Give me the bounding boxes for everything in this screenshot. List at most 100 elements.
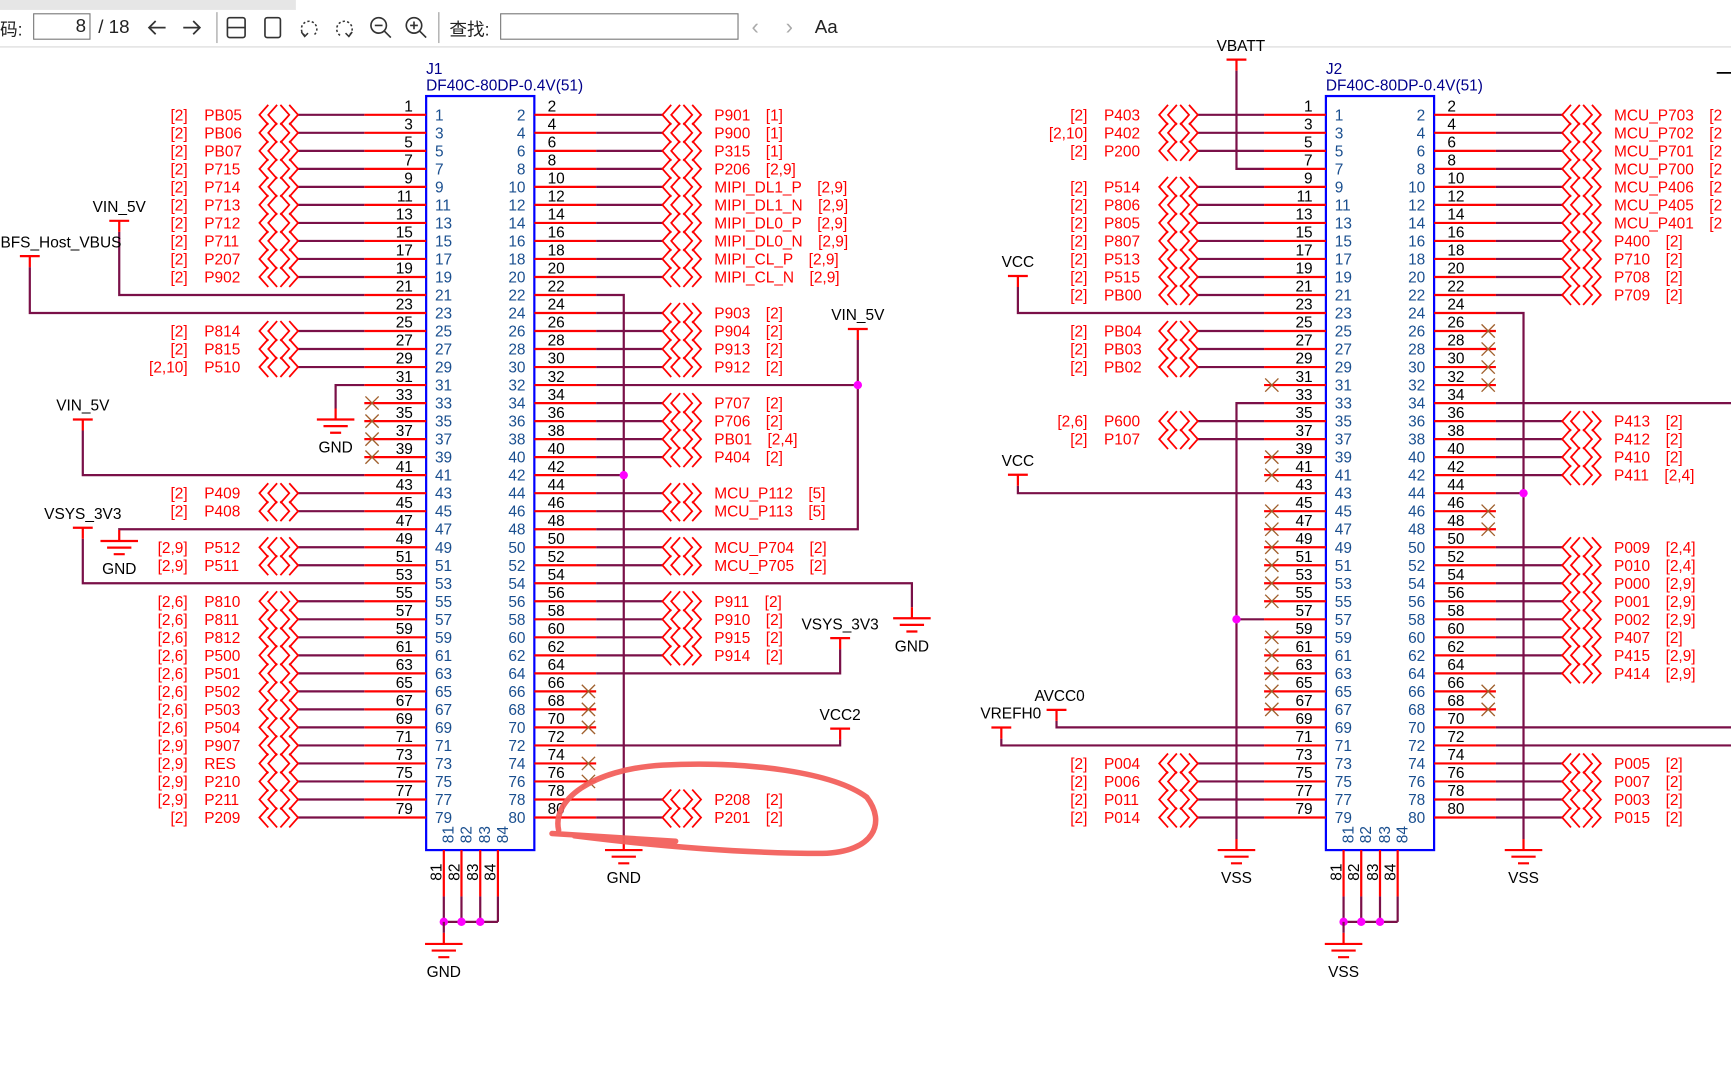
pin-number-inner: 62 bbox=[508, 648, 525, 665]
ground-symbol-icon bbox=[1217, 839, 1256, 865]
chevron-right-icon: › bbox=[785, 14, 794, 40]
pin-number-outer: 25 bbox=[1295, 315, 1312, 332]
pin-number-inner: 5 bbox=[1335, 143, 1344, 160]
zoom-in-button[interactable] bbox=[404, 15, 428, 39]
pin-number-outer: 54 bbox=[548, 567, 566, 584]
net-label: P415 bbox=[1614, 648, 1650, 665]
pin-number-outer: 64 bbox=[1447, 657, 1465, 674]
offpage-connector-icon bbox=[258, 194, 300, 216]
sheet-reference: [2 bbox=[1709, 107, 1722, 124]
pin-number-inner: 29 bbox=[1335, 360, 1352, 377]
net-label-group: MCU_P401[2 bbox=[1614, 215, 1722, 232]
net-label: P207 bbox=[204, 251, 240, 268]
junction-dot bbox=[619, 470, 628, 480]
net-label: P502 bbox=[204, 684, 240, 701]
horizontal-scrollbar[interactable] bbox=[0, 0, 296, 10]
pin-number-inner: 71 bbox=[1335, 738, 1352, 755]
no-connect-icon bbox=[1264, 504, 1279, 519]
pin-number-inner: 2 bbox=[1417, 107, 1426, 124]
pin-number-outer: 37 bbox=[1295, 423, 1312, 440]
offpage-connector-icon bbox=[1158, 212, 1200, 234]
offpage-connector-icon bbox=[1560, 212, 1602, 234]
sheet-reference: [2,6] bbox=[158, 630, 188, 647]
net-label-group: MIPI_CL_N[2,9] bbox=[714, 269, 839, 286]
net-label: P913 bbox=[714, 342, 750, 359]
offpage-connector-icon bbox=[1560, 158, 1602, 180]
zoom-out-button[interactable] bbox=[369, 15, 393, 39]
offpage-connector-icon bbox=[661, 482, 703, 504]
offpage-connector-icon bbox=[661, 104, 703, 126]
sheet-reference: [2] bbox=[1070, 233, 1087, 250]
wire bbox=[1016, 287, 1265, 315]
offpage-connector-icon bbox=[258, 104, 300, 126]
match-case-button[interactable]: Aa bbox=[814, 16, 838, 38]
pin-number-inner: 68 bbox=[1408, 702, 1425, 719]
power-label: AVCC0 bbox=[1034, 688, 1084, 705]
rotate-right-button[interactable] bbox=[332, 15, 356, 39]
pin-number-outer: 39 bbox=[396, 441, 413, 458]
pin-number-inner: 6 bbox=[1417, 143, 1426, 160]
pin-number-inner: 70 bbox=[508, 720, 525, 737]
net-label: MCU_P112 bbox=[714, 486, 793, 503]
offpage-connector-icon bbox=[258, 230, 300, 252]
connector-designator: J2 bbox=[1326, 61, 1342, 78]
pin-number-outer: 69 bbox=[1295, 711, 1312, 728]
offpage-connector-icon bbox=[661, 608, 703, 630]
find-input[interactable] bbox=[500, 13, 739, 40]
next-page-button[interactable] bbox=[181, 15, 203, 39]
pin-number-outer: 28 bbox=[1447, 333, 1464, 350]
pin-number-outer: 75 bbox=[396, 765, 413, 782]
pin-number-outer: 54 bbox=[1447, 567, 1465, 584]
sheet-reference: [2] bbox=[1666, 630, 1683, 647]
sheet-reference: [2] bbox=[1666, 288, 1683, 305]
rotate-left-button[interactable] bbox=[297, 15, 321, 39]
net-label: P711 bbox=[204, 233, 239, 250]
continuous-view-button[interactable] bbox=[224, 15, 248, 39]
connector-part-number: DF40C-80DP-0.4V(51) bbox=[426, 78, 583, 95]
pin-number-inner: 51 bbox=[435, 558, 452, 575]
no-connect-icon bbox=[364, 450, 380, 465]
net-label-group: P708[2] bbox=[1614, 269, 1683, 286]
offpage-connector-icon bbox=[1158, 176, 1200, 198]
find-previous-button[interactable]: ‹ bbox=[746, 15, 764, 39]
pin-number-inner: 24 bbox=[1408, 306, 1426, 323]
prev-page-button[interactable] bbox=[146, 15, 168, 39]
net-label: P404 bbox=[714, 450, 750, 467]
net-label: P402 bbox=[1104, 125, 1140, 142]
no-connect-icon bbox=[1481, 504, 1496, 519]
connector-part-number: DF40C-80DP-0.4V(51) bbox=[1326, 78, 1483, 95]
pin-number-outer: 16 bbox=[1447, 225, 1464, 242]
power-label: VCC2 bbox=[820, 707, 861, 724]
pin-number-inner: 61 bbox=[435, 648, 452, 665]
offpage-connector-icon bbox=[661, 554, 703, 576]
sheet-reference: [2] bbox=[1666, 810, 1683, 827]
net-label: P400 bbox=[1614, 233, 1650, 250]
page-number-input[interactable]: 8 bbox=[33, 13, 91, 40]
sheet-reference: [2] bbox=[766, 792, 783, 809]
pin-number-outer: 67 bbox=[1295, 693, 1312, 710]
sheet-reference: [2] bbox=[1666, 450, 1683, 467]
pin-number-outer: 62 bbox=[548, 639, 565, 656]
find-next-button[interactable]: › bbox=[781, 15, 799, 39]
net-label-group: P015[2] bbox=[1614, 810, 1683, 827]
offpage-connector-icon bbox=[661, 428, 703, 450]
pin-number-inner: 60 bbox=[1408, 630, 1425, 647]
pin-number-outer: 33 bbox=[1295, 387, 1312, 404]
net-label-group: P009[2,4] bbox=[1614, 540, 1696, 557]
sheet-reference: [2,10] bbox=[1049, 125, 1088, 142]
sheet-reference: [2] bbox=[1070, 251, 1087, 268]
net-label-group: P003[2] bbox=[1614, 792, 1683, 809]
offpage-connector-icon bbox=[661, 626, 703, 648]
pin-number-inner: 33 bbox=[435, 396, 452, 413]
pin-number-inner: 71 bbox=[435, 738, 452, 755]
power-label: BFS_Host_VBUS bbox=[0, 234, 121, 251]
pin-number-outer: 49 bbox=[1295, 531, 1312, 548]
net-label: P710 bbox=[1614, 251, 1650, 268]
pin-number-outer: 84 bbox=[1382, 863, 1399, 881]
single-page-button[interactable] bbox=[261, 15, 285, 39]
net-label: P805 bbox=[1104, 215, 1140, 232]
net-label: P014 bbox=[1104, 810, 1140, 827]
pin-number-inner: 37 bbox=[435, 432, 452, 449]
offpage-connector-icon bbox=[1560, 752, 1602, 774]
pin-number-outer: 51 bbox=[1295, 549, 1312, 566]
